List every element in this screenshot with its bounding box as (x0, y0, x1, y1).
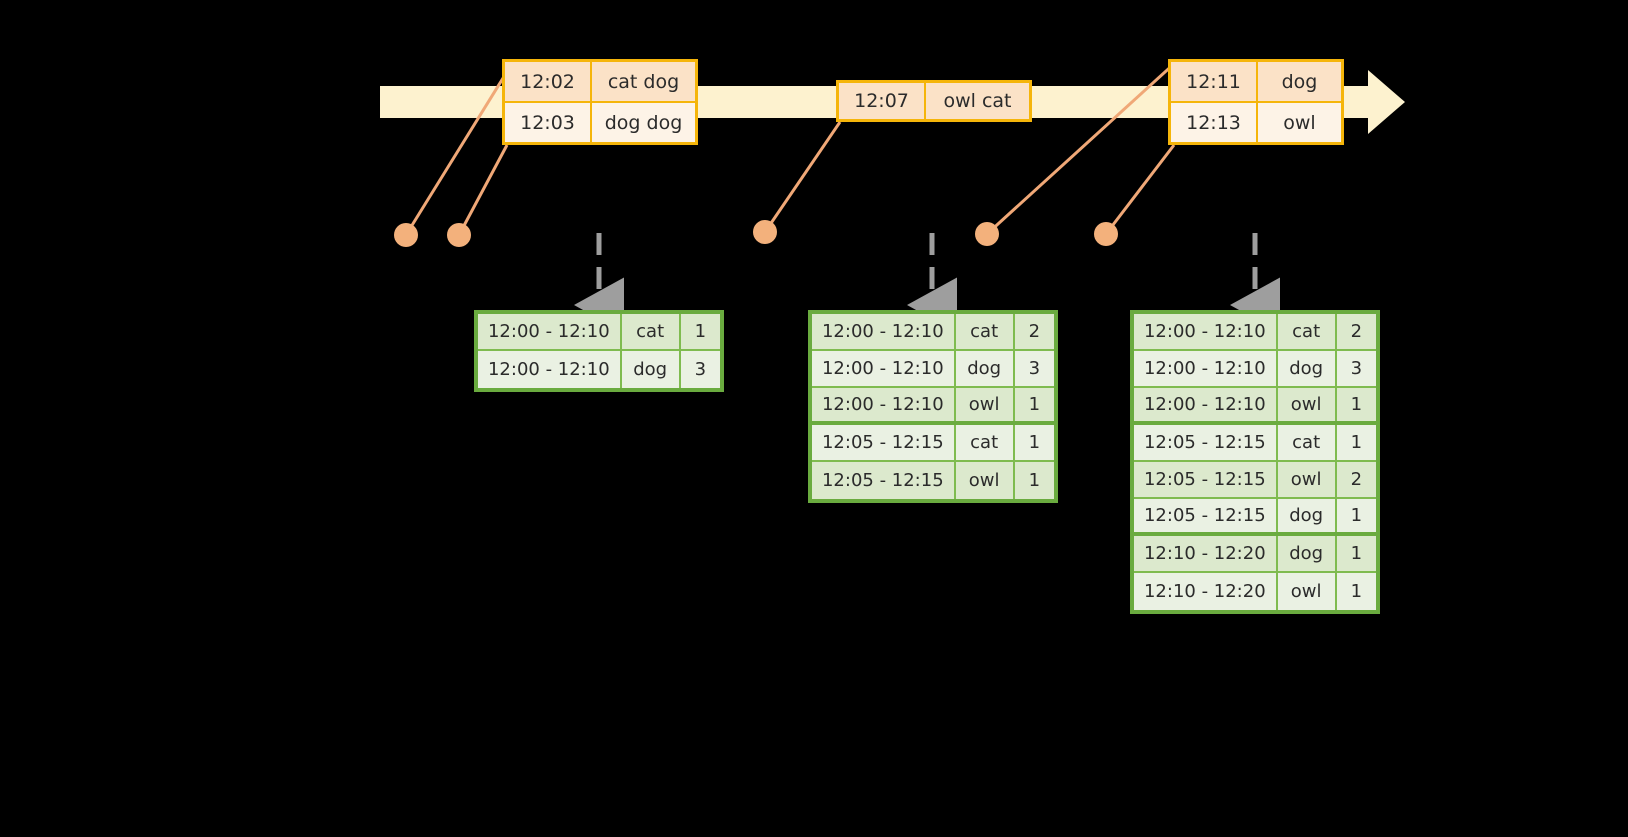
result-key-cell: cat (622, 314, 681, 349)
event-words: dog (1281, 70, 1318, 93)
event-box-2[interactable]: 12:07 owl cat (836, 80, 1032, 122)
connector-line-2 (457, 144, 509, 236)
event-row: 12:07 owl cat (839, 83, 1029, 119)
result-count-cell: 2 (1028, 321, 1041, 342)
result-key-cell: dog (1278, 536, 1337, 571)
result-key-cell: owl (956, 388, 1015, 421)
result-key-cell: dog (622, 351, 681, 388)
result-key-cell: owl (956, 462, 1015, 499)
result-count-cell: 1 (1028, 470, 1041, 491)
connector-line-5 (1104, 144, 1176, 235)
event-time: 12:07 (839, 83, 926, 119)
event-dot-3[interactable] (753, 220, 777, 244)
event-dot-2[interactable] (447, 223, 471, 247)
event-time: 12:13 (1171, 103, 1258, 142)
result-count-cell: 1 (1350, 581, 1363, 602)
result-window-cell: 12:05 - 12:15 (1134, 425, 1278, 460)
event-time: 12:11 (1171, 62, 1258, 101)
event-words: dog dog (604, 111, 683, 134)
event-row: 12:11 dog (1171, 62, 1341, 103)
result-key-cell: cat (1278, 314, 1337, 349)
result-count-cell: 1 (1350, 505, 1363, 526)
event-row: 12:03 dog dog (505, 103, 695, 142)
result-window-cell: 12:05 - 12:15 (812, 425, 956, 460)
result-count-cell: 2 (1350, 321, 1363, 342)
result-key-cell: cat (1278, 425, 1337, 460)
result-window-cell: 12:00 - 12:10 (478, 351, 622, 388)
event-row: 12:13 owl (1171, 103, 1341, 142)
result-count-cell: 1 (1350, 543, 1363, 564)
result-count-cell: 3 (1350, 358, 1363, 379)
result-window-cell: 12:00 - 12:10 (1134, 388, 1278, 421)
event-dot-4[interactable] (975, 222, 999, 246)
event-box-1[interactable]: 12:02 cat dog 12:03 dog dog (502, 59, 698, 145)
result-window-cell: 12:00 - 12:10 (1134, 314, 1278, 349)
event-words: owl cat (943, 90, 1012, 112)
event-words: cat dog (607, 70, 680, 93)
result-window-cell: 12:00 - 12:10 (812, 388, 956, 421)
event-box-3[interactable]: 12:11 dog 12:13 owl (1168, 59, 1344, 145)
event-time: 12:03 (505, 103, 592, 142)
result-count-cell: 3 (1028, 358, 1041, 379)
result-window-cell: 12:00 - 12:10 (478, 314, 622, 349)
result-window-cell: 12:05 - 12:15 (1134, 499, 1278, 532)
result-key-cell: owl (1278, 462, 1337, 497)
event-dot-5[interactable] (1094, 222, 1118, 246)
result-window-cell: 12:10 - 12:20 (1134, 536, 1278, 571)
result-key-cell: owl (1278, 388, 1337, 421)
result-window-cell: 12:05 - 12:15 (812, 462, 956, 499)
result-key-cell: dog (1278, 351, 1337, 386)
timeline-arrowhead-icon (1368, 70, 1405, 134)
result-count-cell: 2 (1350, 469, 1363, 490)
result-count-cell: 1 (694, 321, 707, 342)
result-window-cell: 12:00 - 12:10 (1134, 351, 1278, 386)
result-count-cell: 1 (1350, 394, 1363, 415)
result-key-cell: dog (1278, 499, 1337, 532)
event-time: 12:02 (505, 62, 592, 101)
result-key-cell: cat (956, 425, 1015, 460)
result-count-cell: 1 (1350, 432, 1363, 453)
result-count-cell: 3 (694, 359, 707, 380)
result-window-cell: 12:00 - 12:10 (812, 351, 956, 386)
result-count-cell: 1 (1028, 394, 1041, 415)
result-window-cell: 12:05 - 12:15 (1134, 462, 1278, 497)
result-key-cell: owl (1278, 573, 1337, 610)
event-dot-1[interactable] (394, 223, 418, 247)
result-key-cell: cat (956, 314, 1015, 349)
result-key-cell: dog (956, 351, 1015, 386)
result-window-cell: 12:00 - 12:10 (812, 314, 956, 349)
result-count-cell: 1 (1028, 432, 1041, 453)
event-row: 12:02 cat dog (505, 62, 695, 103)
connector-line-3 (763, 121, 842, 233)
event-words: owl (1283, 111, 1316, 134)
result-window-cell: 12:10 - 12:20 (1134, 573, 1278, 610)
